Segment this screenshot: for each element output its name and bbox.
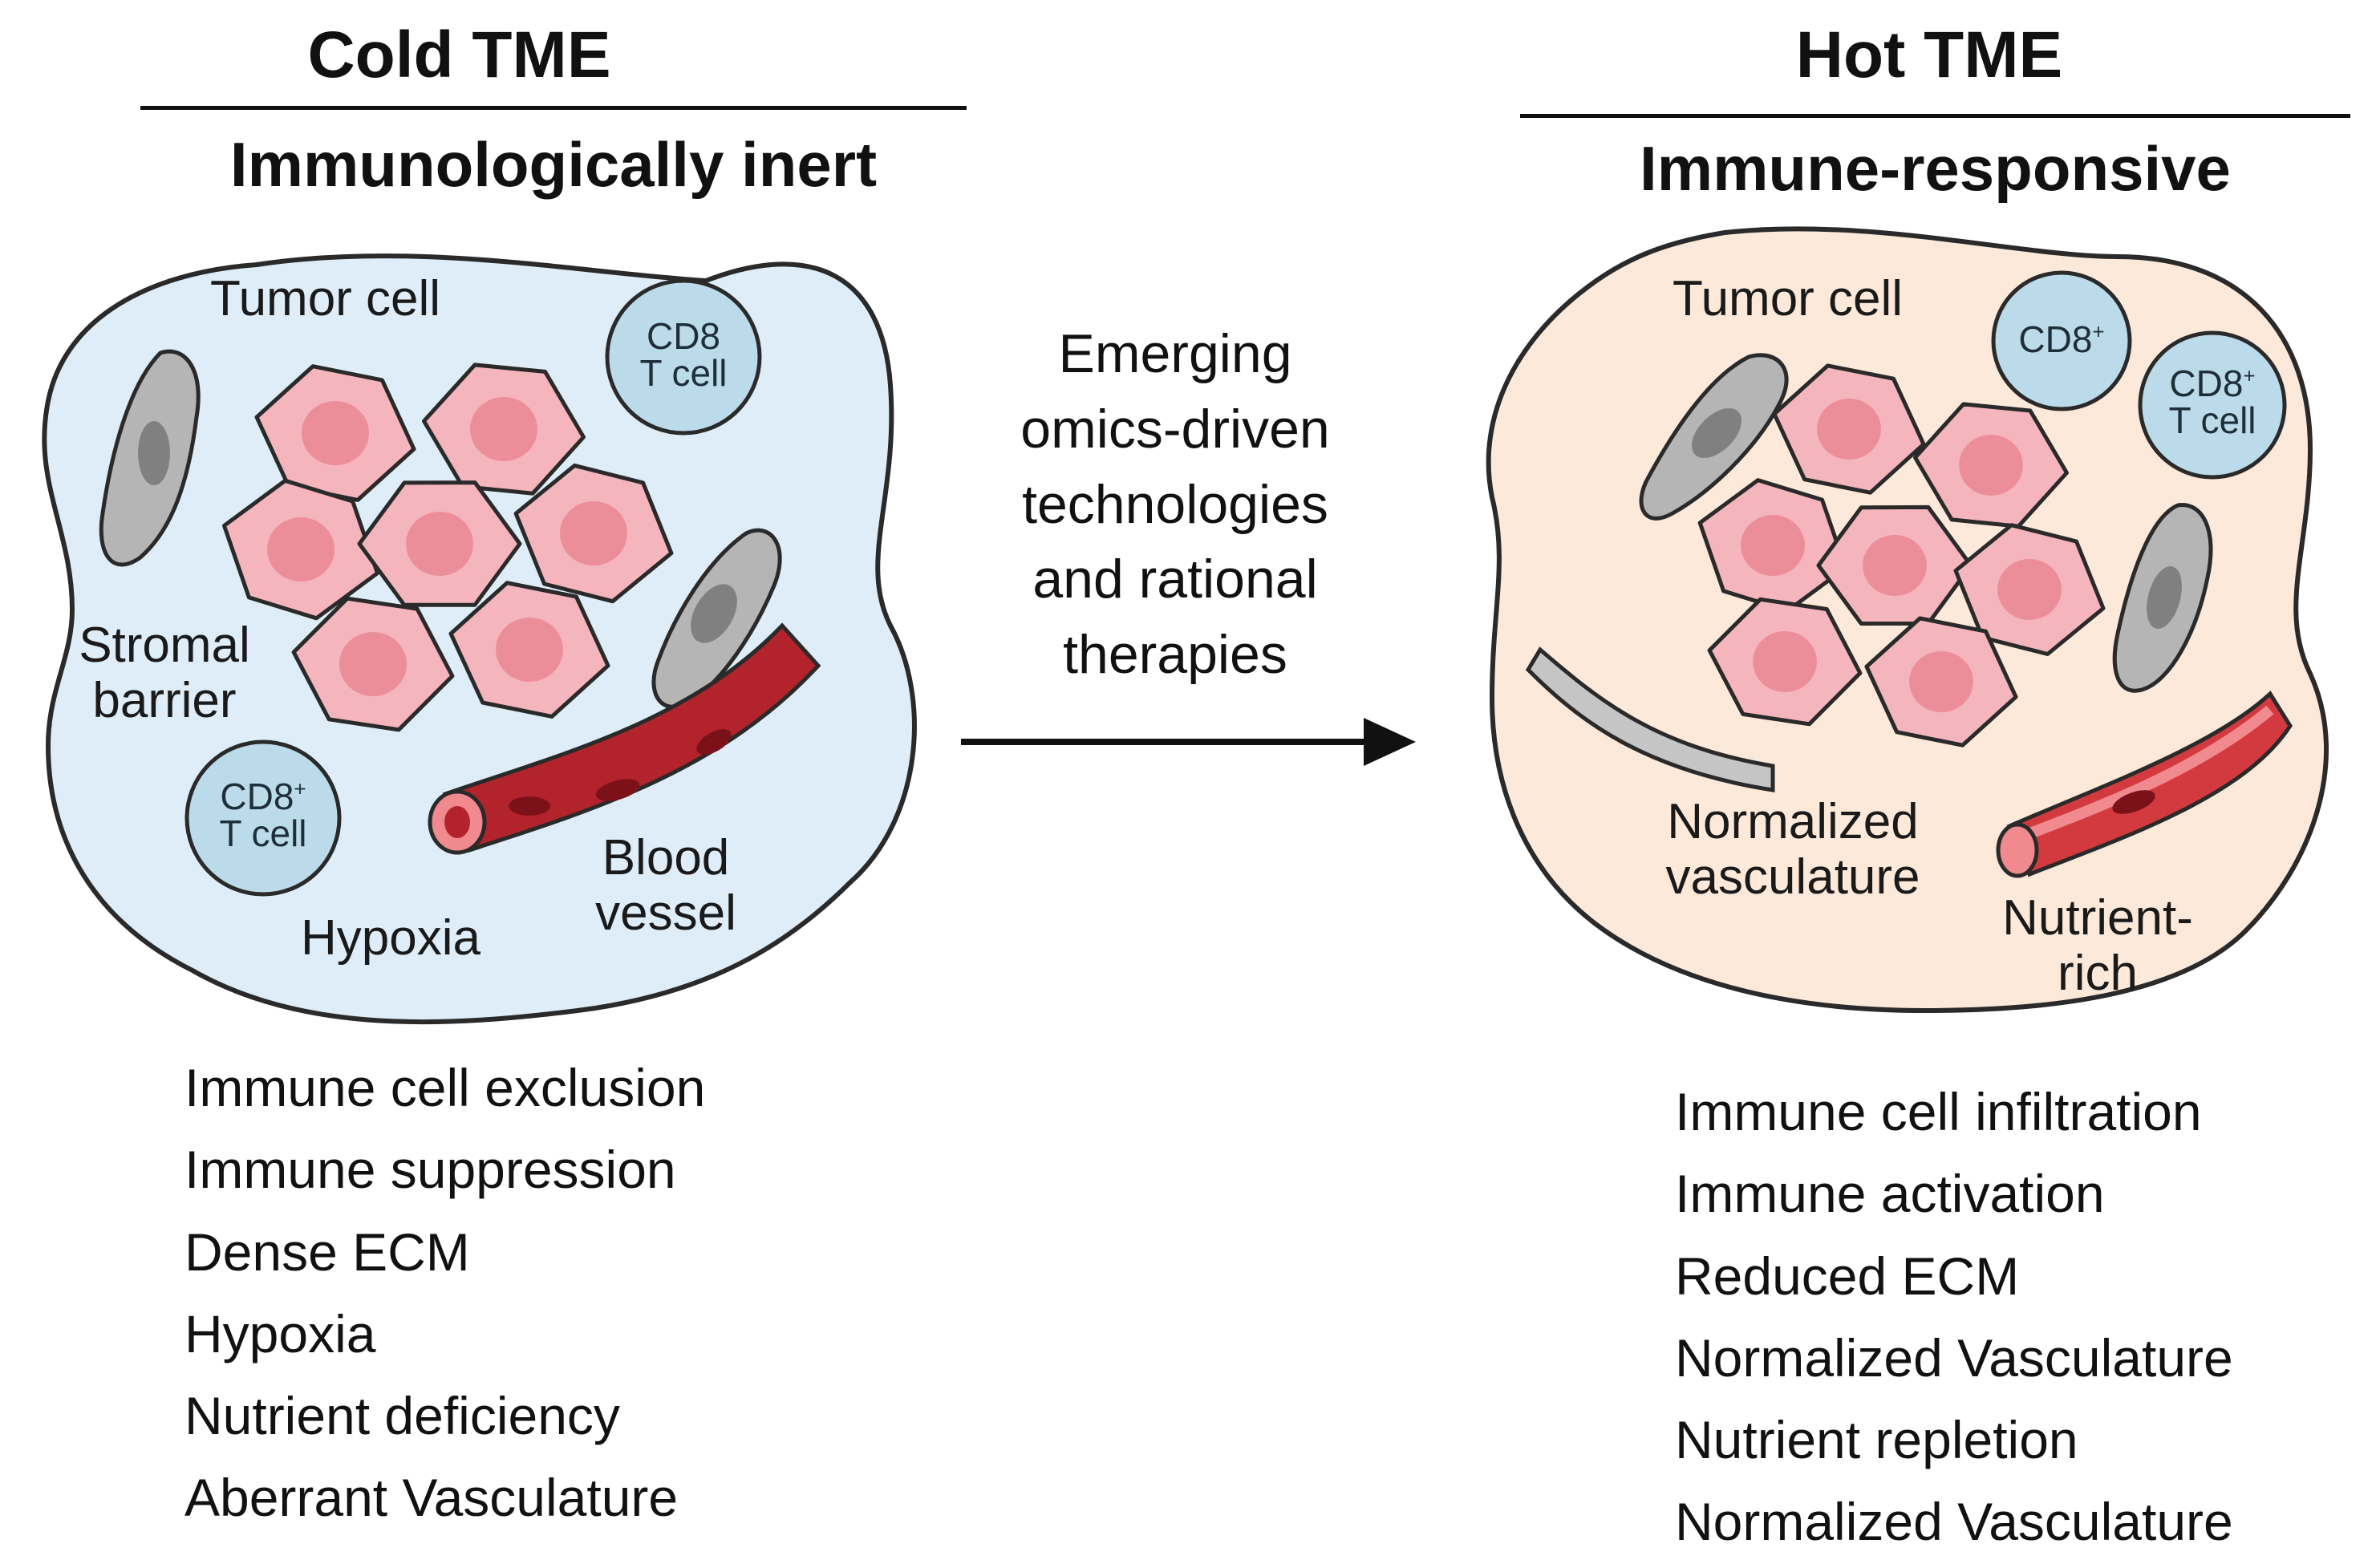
hot-t-cell-1-cd8: CD8 xyxy=(2018,318,2093,360)
hot-t-cell-2-line-2: T cell xyxy=(2168,399,2256,441)
hot-t-cell-2-label: CD8+ T cell xyxy=(2148,365,2277,439)
cold-feature: Immune suppression xyxy=(184,1140,676,1200)
tumor-cell-nucleus xyxy=(1753,631,1817,692)
cold-feature: Hypoxia xyxy=(184,1303,376,1363)
tumor-cell-nucleus xyxy=(1909,651,1973,712)
hot-feature: Immune activation xyxy=(1675,1164,2105,1224)
tumor-cell-nucleus xyxy=(470,397,537,461)
nutrient-rich-label: Nutrient- rich xyxy=(1965,890,2230,1002)
hot-feature-list: Immune cell infiltration Immune activati… xyxy=(1675,1071,2233,1563)
blood-vessel-cold xyxy=(428,622,821,855)
tumor-cell-nucleus xyxy=(1997,559,2062,620)
center-line-4: and rational xyxy=(1032,549,1318,610)
tumor-cluster-cold xyxy=(222,363,674,732)
hot-feature: Normalized Vasculature xyxy=(1675,1492,2233,1552)
cold-t-cell-2-label: CD8+ T cell xyxy=(199,778,327,852)
hot-t-cell-1-label: CD8+ xyxy=(1997,321,2126,358)
normalized-vasculature-label: Normalized vasculature xyxy=(1624,794,1961,906)
tumor-cell-nucleus xyxy=(496,618,563,682)
cold-title-rule xyxy=(140,106,967,110)
hot-t-cell-2-line-1: CD8+ xyxy=(2148,365,2277,402)
hypoxia-label: Hypoxia xyxy=(301,910,480,966)
hot-t-cell-2-cd8: CD8 xyxy=(2169,363,2244,404)
cold-tumor-cell-label: Tumor cell xyxy=(210,271,441,326)
cold-t-cell-2-line-2: T cell xyxy=(219,812,307,854)
cold-tme-subtitle: Immunologically inert xyxy=(229,129,878,200)
tumor-cell-nucleus xyxy=(267,517,335,581)
center-line-3: technologies xyxy=(1022,473,1328,535)
stromal-barrier-line-2: barrier xyxy=(92,673,237,729)
tumor-cell-nucleus xyxy=(1741,515,1805,576)
hot-title-rule xyxy=(1520,114,2350,118)
t-cell-hot-2 xyxy=(2138,330,2287,480)
hot-tumor-cell-label: Tumor cell xyxy=(1673,271,1904,326)
hot-feature: Normalized Vasculature xyxy=(1675,1327,2233,1388)
stromal-cell-cold-1 xyxy=(99,349,201,567)
blood-vessel-line-1: Blood xyxy=(602,830,730,885)
center-line-2: omics-driven xyxy=(1020,398,1330,460)
hot-feature: Immune cell infiltration xyxy=(1675,1082,2202,1141)
cold-feature: Nutrient deficiency xyxy=(184,1386,620,1446)
center-line-5: therapies xyxy=(1063,624,1287,686)
center-line-1: Emerging xyxy=(1058,323,1292,384)
nutrient-line-1: Nutrient- xyxy=(2002,890,2193,946)
stromal-cell-cold-2 xyxy=(651,528,782,709)
cold-feature: Immune cell exclusion xyxy=(184,1058,706,1117)
tumor-cell-nucleus xyxy=(1863,535,1927,596)
hot-feature: Nutrient repletion xyxy=(1675,1410,2078,1470)
t-cell-cold-1 xyxy=(605,278,762,436)
stromal-cell-hot-1 xyxy=(1639,353,1789,521)
stromal-barrier-line-1: Stromal xyxy=(79,618,250,673)
blood-vessel-line-2: vessel xyxy=(595,885,736,942)
cold-feature-list: Immune cell exclusion Immune suppression… xyxy=(184,1047,705,1539)
cold-t-cell-1-label: CD8 T cell xyxy=(619,318,748,391)
hot-tme-subtitle: Immune-responsive xyxy=(1640,133,2231,204)
tumor-cell-nucleus xyxy=(1959,435,2023,496)
stromal-barrier-label: Stromal barrier xyxy=(56,618,273,729)
cold-t-cell-2-plus: + xyxy=(294,776,306,801)
cold-t-cell-1-line-2: T cell xyxy=(639,352,728,394)
hot-t-cell-1-plus: + xyxy=(2092,319,2105,344)
blood-vessel-label: Blood vessel xyxy=(574,830,758,942)
tumor-cell-nucleus xyxy=(560,501,627,565)
normalized-vessel-hot xyxy=(1525,646,1775,792)
hot-feature: Reduced ECM xyxy=(1675,1246,2020,1306)
tumor-cluster-hot xyxy=(1697,363,2106,748)
hot-t-cell-1-line-1: CD8+ xyxy=(1997,321,2126,358)
t-cell-hot-1 xyxy=(1991,270,2132,411)
hot-t-cell-2-plus: + xyxy=(2243,363,2256,388)
t-cell-cold-2 xyxy=(184,739,342,897)
cold-t-cell-1-line-1: CD8 xyxy=(646,315,721,357)
normalized-line-2: vasculature xyxy=(1665,849,1920,906)
hot-tme-title: Hot TME xyxy=(1795,18,2063,91)
cold-feature: Dense ECM xyxy=(184,1222,470,1282)
tumor-cell-nucleus xyxy=(406,512,473,576)
cold-t-cell-2-line-1: CD8+ xyxy=(199,778,327,815)
normalized-line-1: Normalized xyxy=(1667,794,1919,849)
blood-vessel-hot xyxy=(1996,691,2293,878)
transition-arrow xyxy=(961,718,1416,766)
tumor-cell-nucleus xyxy=(302,401,369,465)
tumor-cell-nucleus xyxy=(1817,399,1881,460)
nutrient-line-2: rich xyxy=(2058,946,2138,1002)
cold-feature: Aberrant Vasculature xyxy=(184,1468,679,1528)
cold-tme-title: Cold TME xyxy=(307,18,611,91)
tumor-cell-nucleus xyxy=(339,632,407,696)
cold-t-cell-2-cd8: CD8 xyxy=(220,776,294,817)
center-caption: Emerging omics-driven technologies and r… xyxy=(959,317,1392,693)
stromal-cell-hot-2 xyxy=(2112,503,2213,693)
